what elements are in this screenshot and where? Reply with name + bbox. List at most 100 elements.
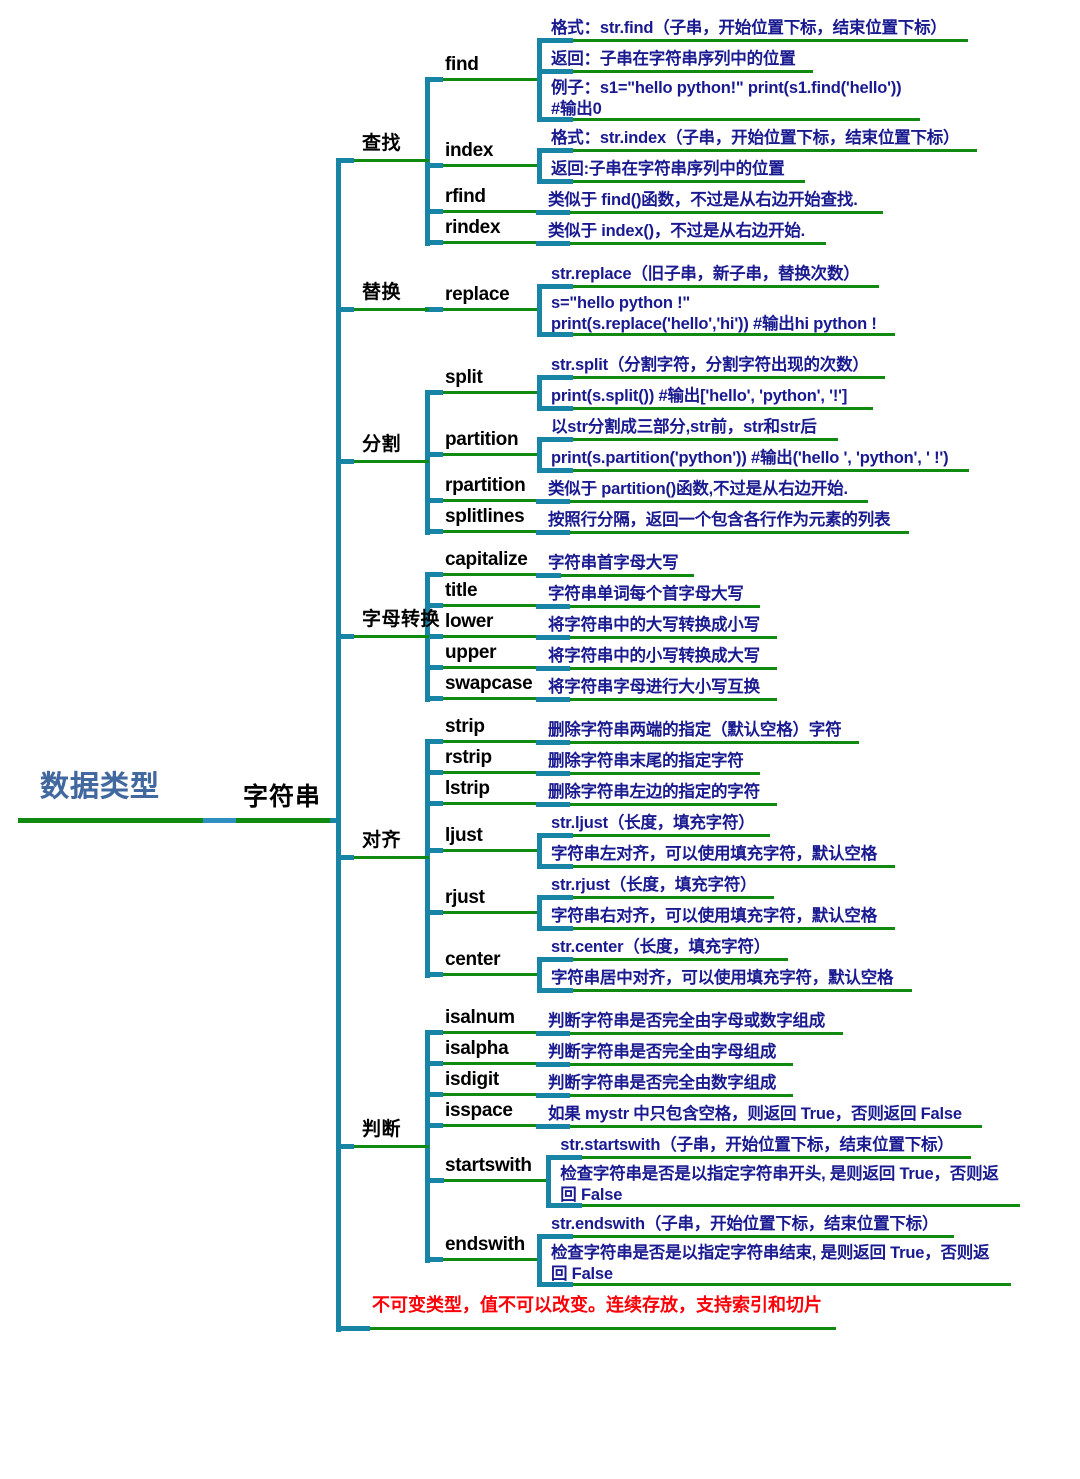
detail-underline bbox=[573, 376, 886, 379]
method-underline bbox=[443, 910, 537, 914]
method-underline bbox=[443, 573, 536, 576]
method-label-lstrip[interactable]: lstrip bbox=[445, 778, 490, 799]
method-label-isalnum[interactable]: isalnum bbox=[445, 1007, 515, 1028]
method-underline-cap bbox=[425, 770, 443, 775]
method-label-endswith[interactable]: endswith bbox=[445, 1234, 525, 1255]
detail-underline-cap bbox=[539, 148, 573, 153]
detail-underline-cap bbox=[539, 437, 573, 442]
detail-underline bbox=[573, 1283, 1011, 1286]
category-underline-cap bbox=[336, 634, 354, 639]
detail-underline bbox=[573, 958, 788, 961]
method-label-startswith[interactable]: startswith bbox=[445, 1155, 532, 1176]
detail-underline bbox=[570, 1063, 793, 1066]
method-label-swapcase[interactable]: swapcase bbox=[445, 673, 533, 694]
node-string-label[interactable]: 字符串 bbox=[243, 783, 322, 811]
detail-underline bbox=[573, 927, 895, 930]
method-label-isalpha[interactable]: isalpha bbox=[445, 1038, 509, 1059]
method-underline bbox=[443, 452, 537, 456]
method-underline-cap bbox=[425, 1257, 443, 1262]
detail-underline-cap bbox=[536, 666, 570, 671]
method-label-splitlines[interactable]: splitlines bbox=[445, 506, 525, 527]
root-underline-left bbox=[18, 818, 203, 823]
method-underline-cap bbox=[425, 847, 443, 853]
detail-underline bbox=[570, 667, 777, 670]
category-underline-cap bbox=[336, 459, 354, 465]
method-underline bbox=[443, 802, 536, 805]
detail-underline bbox=[582, 1204, 1021, 1207]
detail-underline-cap bbox=[539, 69, 573, 74]
method-label-isdigit[interactable]: isdigit bbox=[445, 1069, 499, 1090]
detail-underline bbox=[573, 834, 770, 837]
method-label-strip[interactable]: strip bbox=[445, 716, 485, 737]
category-label-5[interactable]: 判断 bbox=[362, 1118, 402, 1140]
category-label-3[interactable]: 字母转换 bbox=[362, 609, 441, 630]
method-detail-stub bbox=[542, 1234, 556, 1239]
immutable-note-underline-cap bbox=[336, 1326, 370, 1331]
method-label-index[interactable]: index bbox=[445, 139, 494, 161]
method-underline-cap bbox=[425, 801, 443, 806]
category-underline bbox=[354, 460, 429, 464]
method-detail-stub bbox=[542, 38, 556, 43]
root-to-trunk-connector bbox=[330, 818, 340, 823]
category-label-0[interactable]: 查找 bbox=[362, 133, 402, 155]
method-label-rpartition[interactable]: rpartition bbox=[445, 475, 526, 496]
method-underline bbox=[443, 163, 537, 167]
detail-text: 按照行分隔，返回一个包含各行作为元素的列表 bbox=[548, 511, 891, 529]
method-label-isspace[interactable]: isspace bbox=[445, 1100, 513, 1121]
method-underline-cap bbox=[425, 240, 443, 245]
detail-underline-cap bbox=[539, 406, 573, 411]
root-underline-cap bbox=[203, 818, 236, 823]
detail-text: 判断字符串是否完全由字母或数字组成 bbox=[548, 1012, 826, 1030]
method-detail-rail bbox=[537, 375, 542, 411]
detail-underline-cap bbox=[539, 1282, 573, 1287]
method-label-find[interactable]: find bbox=[445, 53, 479, 75]
category-label-1[interactable]: 替换 bbox=[362, 282, 402, 303]
method-label-center[interactable]: center bbox=[445, 948, 501, 970]
detail-underline-cap bbox=[539, 988, 573, 993]
method-underline-cap bbox=[425, 498, 443, 503]
method-underline-cap bbox=[425, 209, 443, 214]
detail-underline bbox=[573, 438, 838, 441]
root-node-label[interactable]: 数据类型 bbox=[40, 771, 161, 803]
root-underline-right bbox=[236, 818, 340, 823]
detail-text: 删除字符串左边的指定的字符 bbox=[548, 783, 760, 801]
detail-underline bbox=[573, 469, 970, 472]
detail-underline bbox=[573, 39, 969, 42]
detail-underline bbox=[570, 211, 883, 214]
category-underline-cap bbox=[336, 307, 354, 312]
category-label-4[interactable]: 对齐 bbox=[362, 830, 402, 852]
method-detail-stub bbox=[551, 1155, 566, 1160]
detail-underline-cap bbox=[539, 117, 573, 122]
method-detail-stub bbox=[551, 1203, 566, 1208]
category-label-2[interactable]: 分割 bbox=[362, 434, 402, 456]
detail-text: print(s.partition('python')) #输出('hello … bbox=[551, 449, 949, 467]
method-label-replace[interactable]: replace bbox=[445, 284, 510, 305]
method-label-rindex[interactable]: rindex bbox=[445, 217, 501, 238]
detail-text: s="hello python !" print(s.replace('hell… bbox=[551, 294, 877, 333]
category-underline bbox=[354, 1144, 429, 1148]
category-underline-cap bbox=[336, 158, 354, 164]
method-label-upper[interactable]: upper bbox=[445, 642, 497, 663]
method-underline-cap bbox=[425, 1178, 445, 1183]
detail-underline bbox=[570, 772, 760, 775]
method-label-rfind[interactable]: rfind bbox=[445, 186, 486, 207]
detail-text: 类似于 partition()函数,不过是从右边开始. bbox=[548, 480, 848, 498]
method-label-ljust[interactable]: ljust bbox=[445, 824, 483, 846]
method-label-title[interactable]: title bbox=[445, 580, 478, 601]
method-label-capitalize[interactable]: capitalize bbox=[445, 549, 528, 570]
detail-text: str.ljust（长度，填充字符） bbox=[551, 814, 755, 832]
detail-underline-cap bbox=[539, 179, 573, 184]
detail-underline-cap bbox=[539, 284, 573, 289]
method-label-rjust[interactable]: rjust bbox=[445, 886, 485, 908]
detail-underline-cap bbox=[539, 833, 573, 838]
method-label-split[interactable]: split bbox=[445, 366, 483, 388]
detail-text: 返回:子串在字符串序列中的位置 bbox=[551, 160, 785, 178]
method-label-lower[interactable]: lower bbox=[445, 611, 494, 632]
method-detail-stub bbox=[542, 284, 556, 289]
detail-text: 将字符串中的小写转换成大写 bbox=[548, 647, 760, 665]
method-label-rstrip[interactable]: rstrip bbox=[445, 747, 492, 768]
detail-underline bbox=[573, 333, 895, 336]
detail-text: str.startswith（子串，开始位置下标，结束位置下标） bbox=[560, 1136, 954, 1154]
method-detail-stub bbox=[542, 988, 556, 993]
method-label-partition[interactable]: partition bbox=[445, 428, 519, 450]
